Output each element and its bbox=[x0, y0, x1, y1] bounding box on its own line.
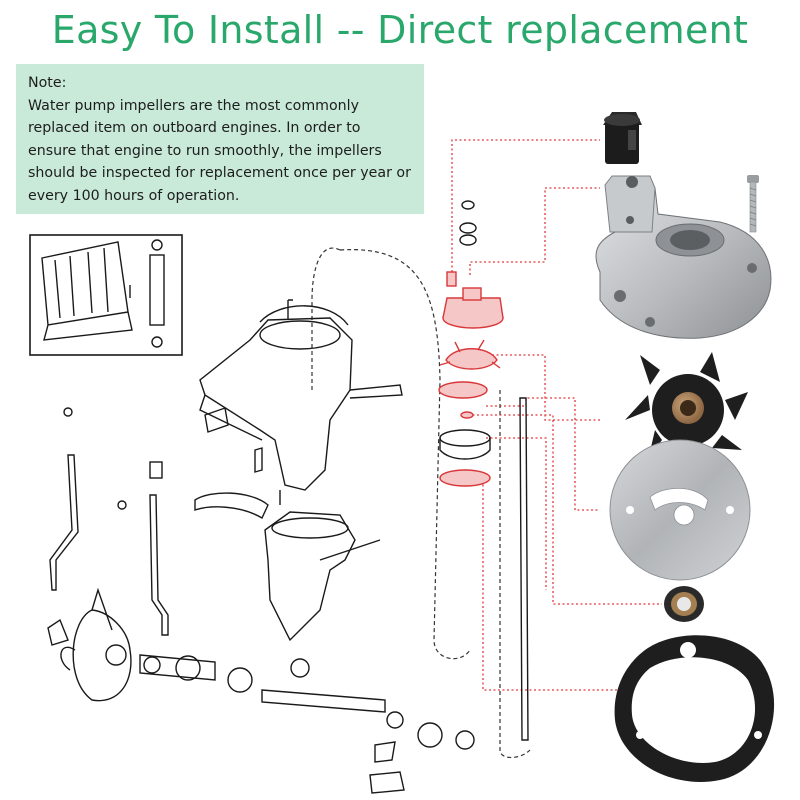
cable-outlines bbox=[311, 247, 531, 759]
oil-seal-icon bbox=[664, 586, 704, 622]
highlighted-pump-parts bbox=[438, 271, 504, 487]
wear-plate-icon bbox=[609, 439, 751, 581]
bushing-icon bbox=[603, 112, 642, 164]
pump-base-drawing bbox=[439, 200, 491, 460]
engine-line-drawing bbox=[29, 234, 529, 794]
impeller-icon bbox=[625, 352, 748, 472]
pump-housing-icon bbox=[595, 175, 772, 339]
note-box: Note: Water pump impellers are the most … bbox=[16, 64, 424, 214]
leader-lines bbox=[451, 139, 662, 691]
gasket-icon bbox=[614, 635, 775, 782]
page-title: Easy To Install -- Direct replacement bbox=[51, 8, 749, 52]
note-body: Water pump impellers are the most common… bbox=[28, 97, 411, 204]
note-heading: Note: bbox=[28, 75, 67, 91]
screw-icon bbox=[747, 175, 759, 233]
